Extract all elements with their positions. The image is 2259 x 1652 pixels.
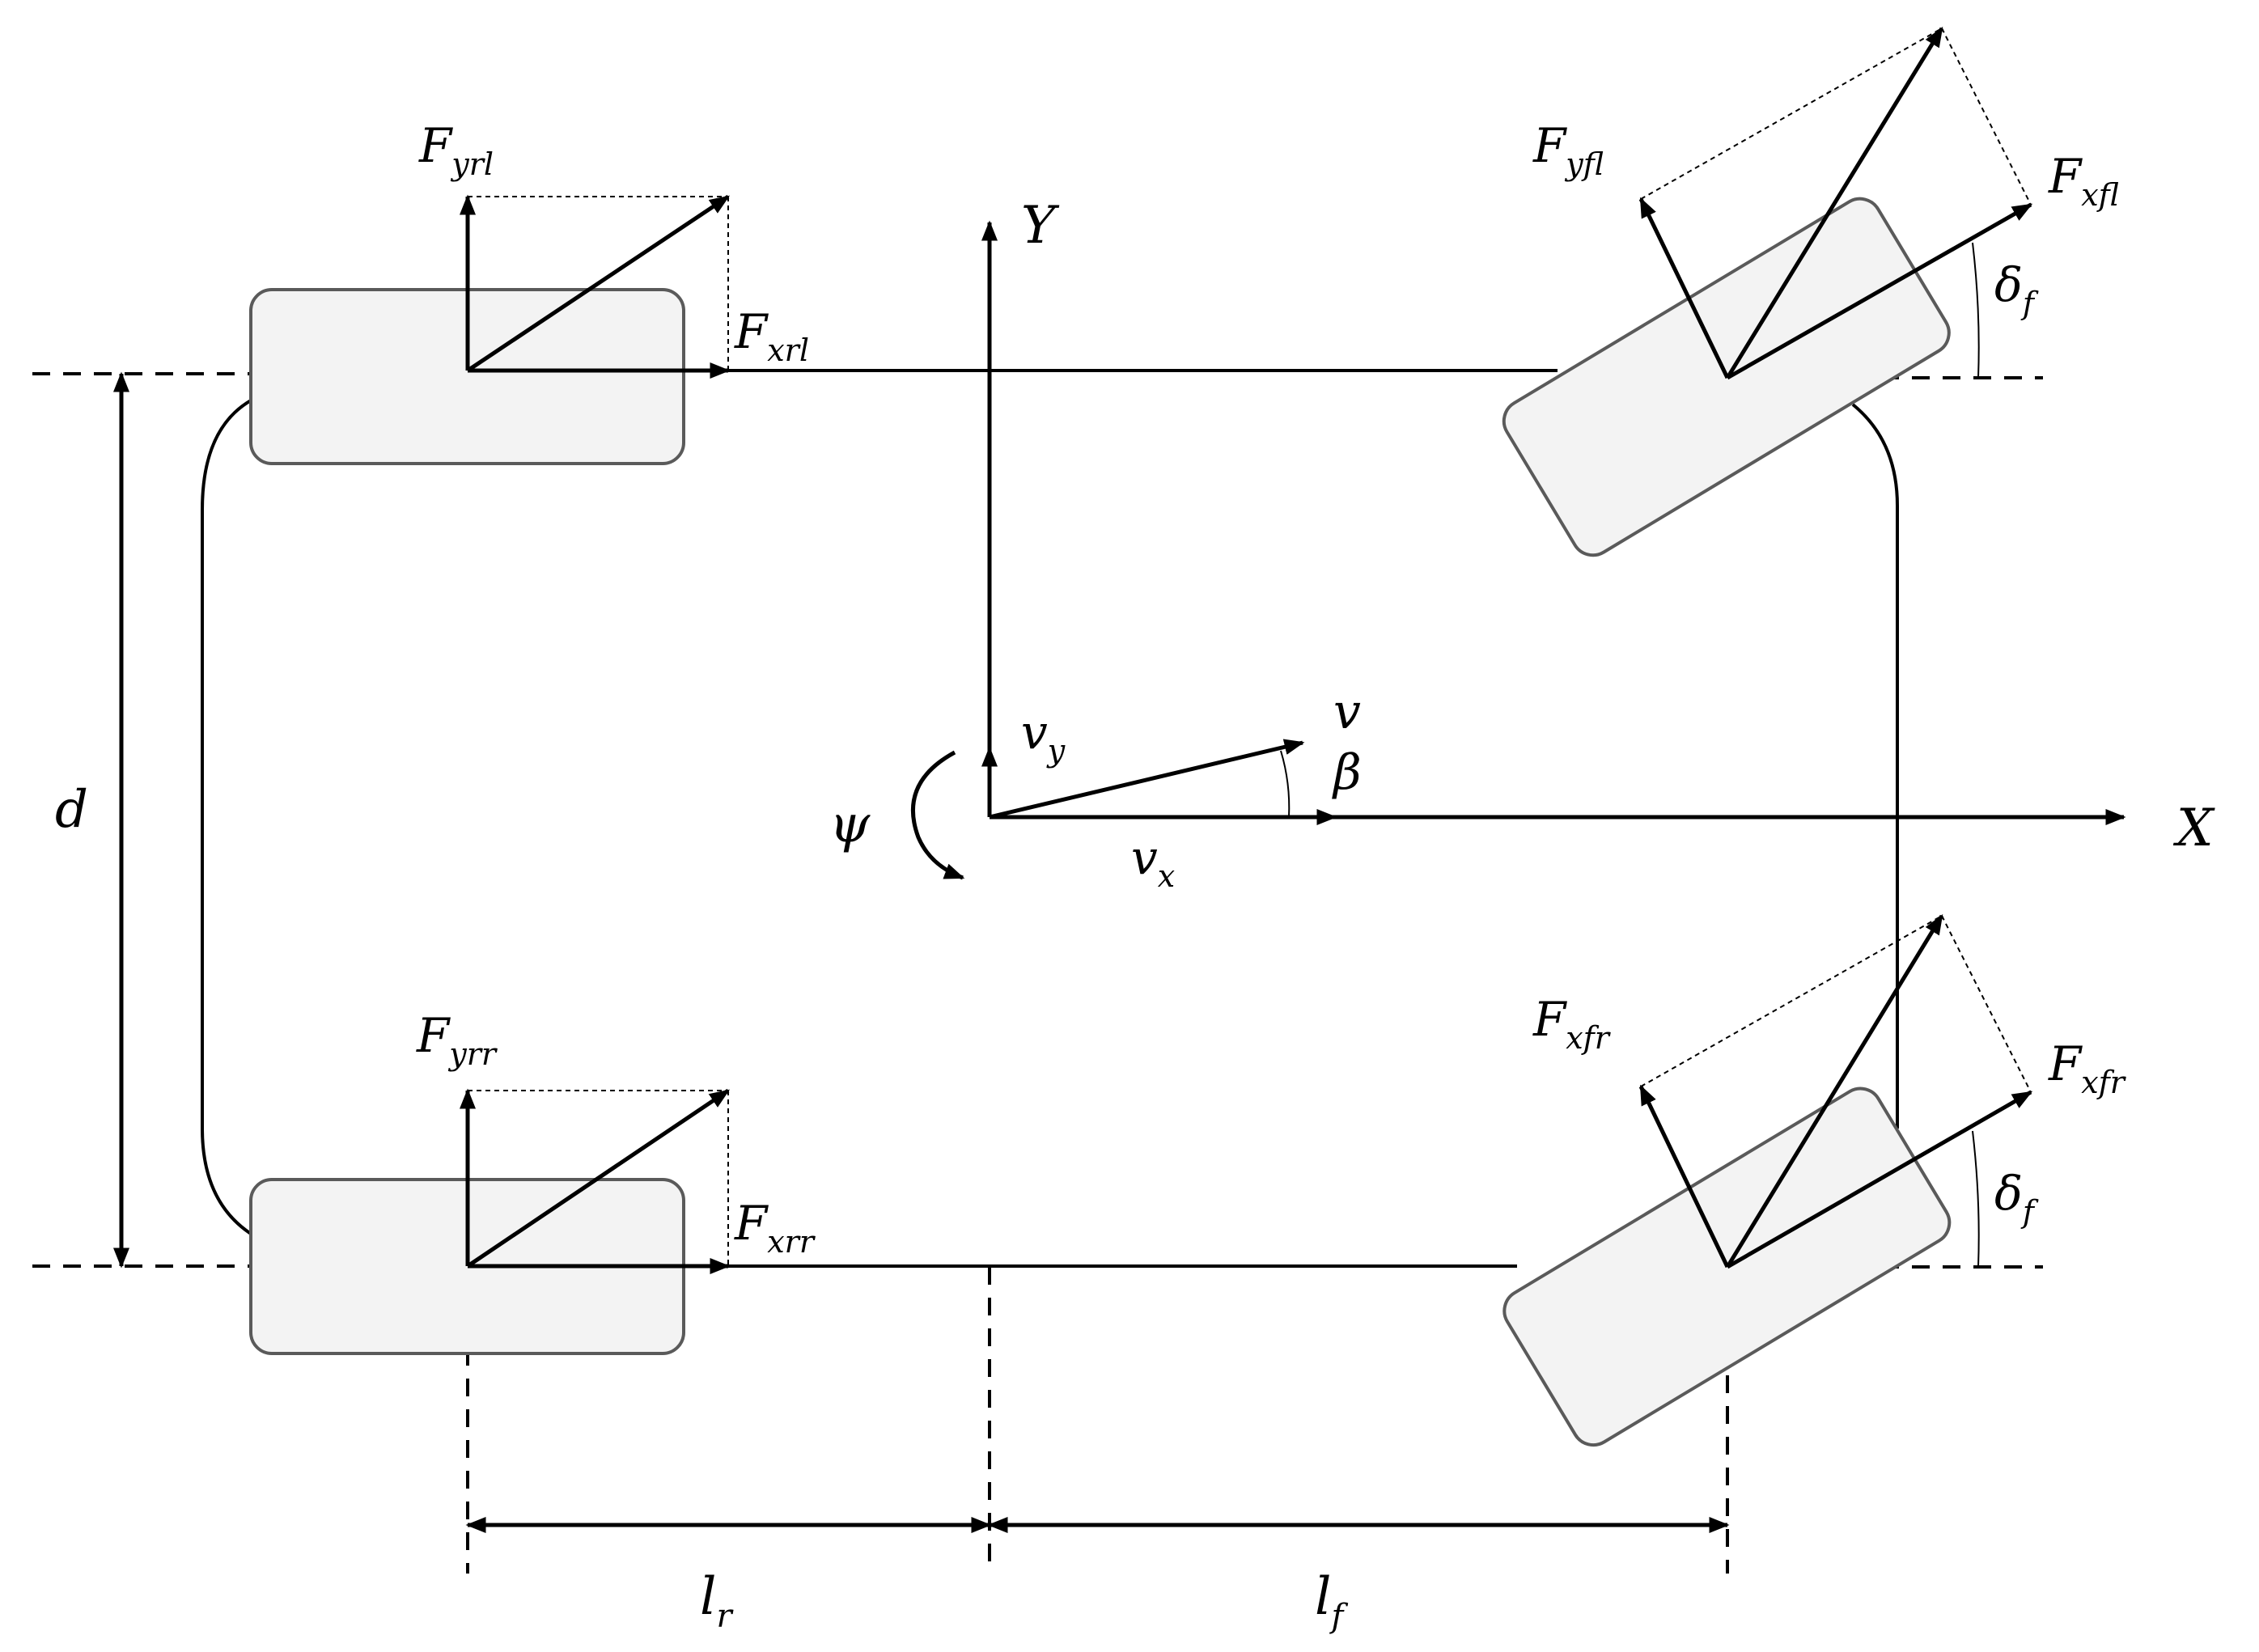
slip-angle-arc bbox=[1280, 750, 1291, 818]
label-f-yrr: Fyrr bbox=[416, 1008, 498, 1072]
label-v-x: vx bbox=[1131, 830, 1175, 894]
force-arrow-resultant-rl bbox=[466, 194, 731, 373]
label-beta: β bbox=[1332, 744, 1362, 801]
label-v-y: vy bbox=[1021, 705, 1066, 769]
dotted-guide bbox=[1640, 28, 1943, 200]
label-l-f: lf bbox=[1315, 1567, 1348, 1635]
yaw-rate-arrow bbox=[910, 750, 965, 880]
dotted-guide bbox=[1941, 28, 2032, 205]
label-f-yfl: Fyfl bbox=[1532, 118, 1604, 182]
force-arrow-resultant-fr bbox=[1725, 913, 1944, 1269]
label-f-xrr: Fxrr bbox=[734, 1196, 816, 1260]
body-left-edge bbox=[201, 399, 252, 1235]
dotted-guide bbox=[1941, 915, 2032, 1093]
velocity-v-arrow bbox=[989, 739, 1305, 820]
force-arrow-fyfr bbox=[1638, 1084, 1730, 1269]
force-arrow-resultant-fl bbox=[1725, 26, 1944, 379]
force-arrow-fyfl bbox=[1638, 197, 1730, 379]
forces-front-right bbox=[1638, 913, 2033, 1269]
forces-rear-right bbox=[460, 1088, 731, 1274]
force-arrow-fxfl bbox=[1726, 202, 2033, 380]
body-right-edge bbox=[1851, 403, 1899, 1129]
force-arrow-fxfr bbox=[1726, 1090, 2033, 1269]
forces-rear-left bbox=[460, 194, 731, 379]
label-l-r: lr bbox=[700, 1567, 734, 1635]
label-x-axis: X bbox=[2172, 798, 2215, 858]
label-y-axis: Y bbox=[1021, 196, 1060, 256]
label-delta-f-bottom: δf bbox=[1994, 1166, 2039, 1230]
label-delta-f-top: δf bbox=[1994, 257, 2039, 321]
label-f-xfr-left: Fxfr bbox=[1532, 992, 1612, 1056]
label-v: v bbox=[1333, 684, 1361, 740]
label-psi: ψ bbox=[829, 794, 871, 854]
force-arrow-resultant-rr bbox=[466, 1088, 731, 1269]
car-body bbox=[201, 369, 1899, 1268]
label-f-yrl: Fyrl bbox=[418, 118, 494, 182]
label-f-xrl: Fxrl bbox=[734, 304, 809, 368]
steering-angle-arc bbox=[1972, 1130, 1980, 1268]
steering-angle-arc bbox=[1972, 242, 1980, 379]
forces-front-left bbox=[1638, 26, 2033, 380]
dotted-guide bbox=[1640, 915, 1943, 1087]
label-f-xfl: Fxfl bbox=[2048, 149, 2119, 213]
label-d: d bbox=[55, 780, 88, 840]
label-f-xfr-right: Fxfr bbox=[2048, 1036, 2127, 1100]
